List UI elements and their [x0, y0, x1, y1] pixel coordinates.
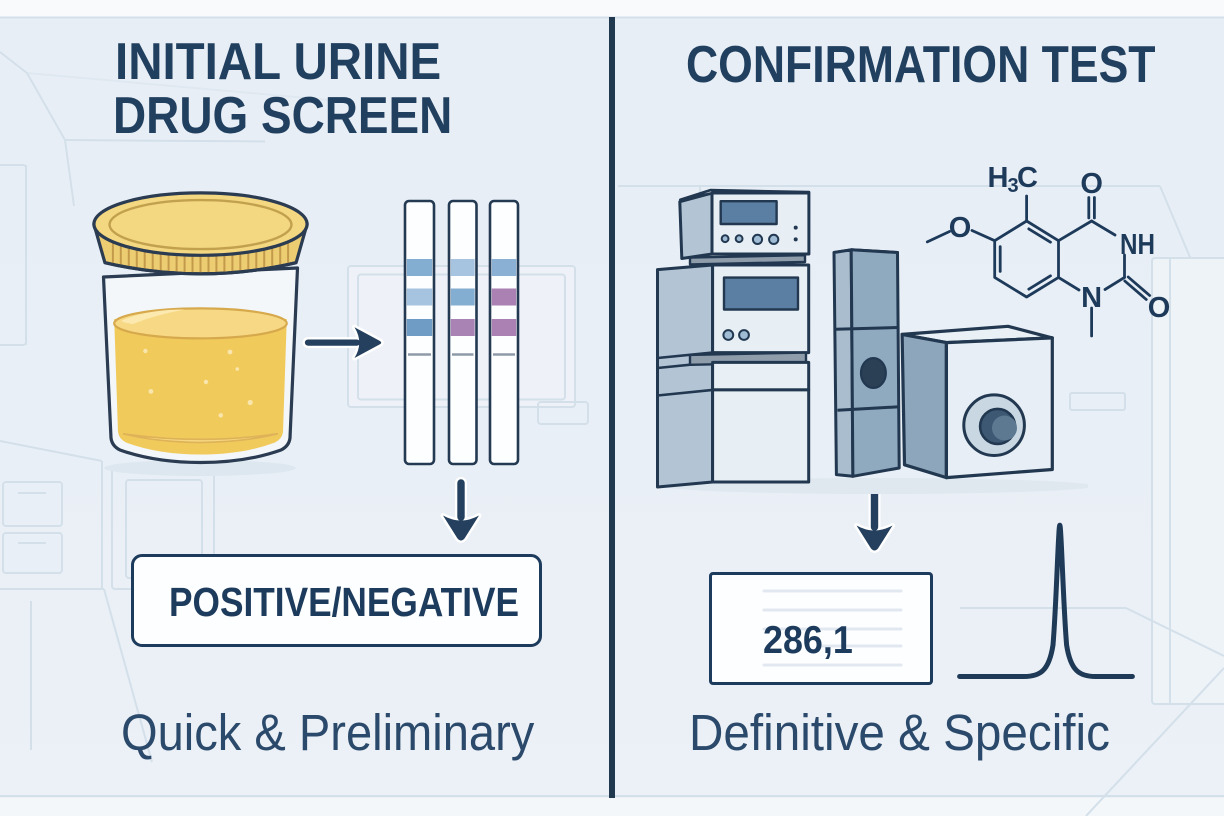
svg-text:H: H [988, 162, 1009, 194]
svg-text:N: N [1081, 282, 1102, 314]
svg-text:O: O [1080, 168, 1103, 200]
svg-text:O: O [949, 212, 972, 244]
svg-text:NH: NH [1120, 229, 1155, 261]
svg-text:O: O [1148, 292, 1171, 324]
svg-text:C: C [1017, 162, 1038, 194]
svg-text:3: 3 [1007, 175, 1018, 197]
